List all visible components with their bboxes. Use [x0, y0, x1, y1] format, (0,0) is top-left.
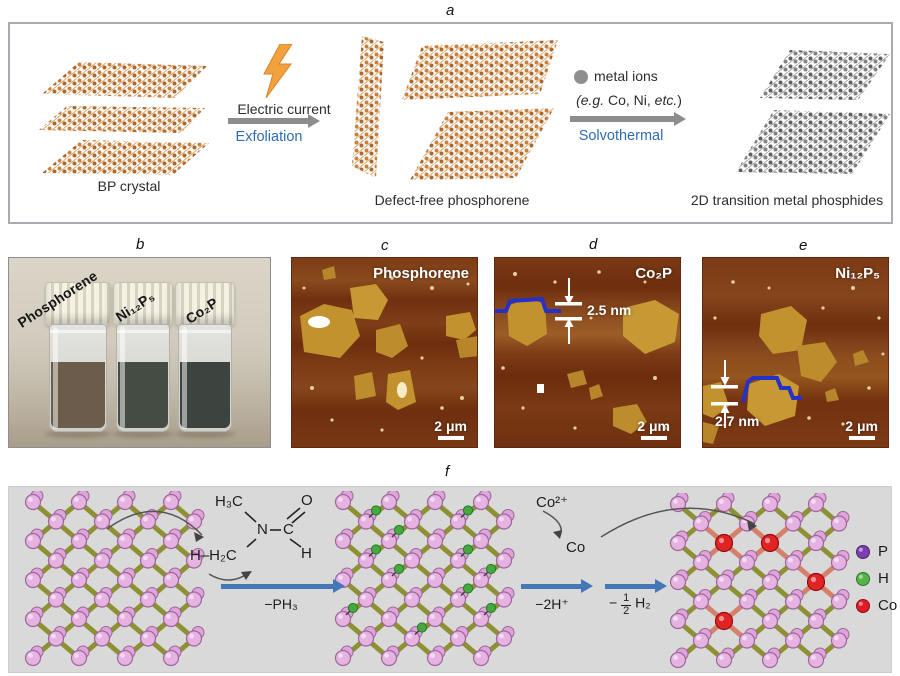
lightning-icon: [263, 44, 293, 99]
panel-e-label: e: [799, 237, 808, 254]
p-atom-icon: [856, 544, 870, 559]
vial-shadow: [45, 430, 111, 438]
reaction-arrow-1: [221, 579, 345, 593]
cobalt-metal-label: Co: [566, 539, 586, 556]
afm-image-d: [495, 258, 680, 447]
dmf-o: O: [301, 492, 313, 509]
panel-a-scheme: BP crystal Electric current Exfoliation …: [8, 22, 893, 224]
afm-image-e: [703, 258, 888, 447]
vial-cap: [175, 282, 235, 326]
legend-item-co: Co: [855, 597, 897, 614]
mechanism-overlay: [106, 507, 757, 581]
scale-bar: [641, 436, 667, 440]
fraction-denominator: 2: [623, 604, 630, 617]
h-atom-icon: [856, 571, 870, 586]
lattice-phosphorene: [24, 491, 205, 667]
metal-ions-detail: (e.g. Co, Ni, etc.): [554, 92, 704, 108]
legend-item-p: P: [855, 543, 888, 560]
legend-label-p: P: [878, 543, 889, 560]
fraction-minus: −: [609, 594, 618, 611]
dmf-h: H: [301, 545, 312, 562]
phosphides-caption: 2D transition metal phosphides: [690, 192, 884, 208]
thickness-label-d: 2.5 nm: [587, 302, 632, 318]
step2-arrow: [570, 112, 686, 126]
dmf-n: N: [257, 521, 268, 538]
afm-title-co2p: Co₂P: [635, 265, 672, 282]
vial-phosphorene: [45, 282, 111, 432]
dmf-hch2: H–H₂C: [190, 547, 237, 564]
scale-label: 2 μm: [845, 418, 878, 434]
panel-c-label: c: [381, 237, 389, 254]
panel-f-label: f: [445, 463, 450, 480]
panel-c-afm: Phosphorene 2 μm: [291, 257, 478, 448]
panel-b-photo: Phosphorene Ni₁₂P₅ Co₂P: [8, 257, 271, 448]
reaction-arrow-2: [521, 579, 593, 593]
scale-label: 2 μm: [637, 418, 670, 434]
detail-part: (: [576, 92, 581, 108]
panel-e-afm: Ni₁₂P₅ 2.7 nm 2 μm: [702, 257, 889, 448]
afm-title-phosphorene: Phosphorene: [373, 265, 469, 282]
legend-item-h: H: [855, 570, 889, 587]
panel-d-label: d: [589, 236, 598, 253]
reaction-arrow-2-label: −2H⁺: [535, 596, 569, 612]
vial-liquid: [118, 362, 168, 428]
metal-ions-label: metal ions: [594, 68, 658, 84]
phosphorene-caption: Defect-free phosphorene: [374, 192, 530, 208]
step1-title: Electric current: [237, 101, 331, 117]
bp-crystal-illustration: [39, 62, 209, 175]
detail-part: etc.: [654, 92, 678, 108]
panel-b-label: b: [136, 236, 145, 253]
fraction-formula: H₂: [635, 594, 651, 611]
phosphorene-flakes-illustration: [352, 36, 558, 180]
vial-liquid: [51, 362, 105, 428]
bp-crystal-caption: BP crystal: [97, 178, 161, 194]
fraction-numerator: 1: [621, 592, 632, 606]
cobalt-ion-label: Co²⁺: [536, 494, 569, 511]
reaction-arrow-1-label: −PH₃: [264, 596, 298, 612]
step1-arrow: [228, 114, 320, 128]
vial-body: [49, 324, 107, 432]
detail-part: e.g.: [580, 92, 605, 108]
scale-label: 2 μm: [434, 418, 467, 434]
vial-body: [178, 324, 232, 432]
step1-sub: Exfoliation: [235, 129, 303, 145]
co-atom-icon: [856, 598, 870, 613]
step2-sub: Solvothermal: [578, 128, 664, 144]
panel-d-afm: Co₂P 2.5 nm 2 μm: [494, 257, 681, 448]
detail-part: Co, Ni,: [604, 92, 655, 108]
metal-ion-dot-icon: [574, 70, 588, 84]
dmf-h3c: H₃C: [215, 493, 243, 510]
reaction-arrow-3: [605, 579, 667, 593]
legend-label-h: H: [878, 570, 889, 587]
dmf-c: C: [283, 521, 294, 538]
lattice-hydrogenated: [334, 491, 515, 667]
legend-label-co: Co: [878, 597, 898, 614]
scale-bar: [438, 436, 464, 440]
vial-ni12p5: [113, 282, 173, 432]
vial-body: [116, 324, 170, 432]
vial-liquid: [180, 362, 230, 428]
afm-image-c: [292, 258, 477, 447]
vial-co2p: [175, 282, 235, 432]
panel-a-label: a: [446, 2, 455, 19]
phosphide-flakes-illustration: [736, 50, 890, 174]
detail-part: ): [677, 92, 682, 108]
vial-shadow: [113, 430, 173, 438]
vial-shadow: [175, 430, 235, 438]
afm-title-ni12p5: Ni₁₂P₅: [835, 265, 880, 282]
scale-bar: [849, 436, 875, 440]
thickness-label-e: 2.7 nm: [715, 413, 760, 429]
